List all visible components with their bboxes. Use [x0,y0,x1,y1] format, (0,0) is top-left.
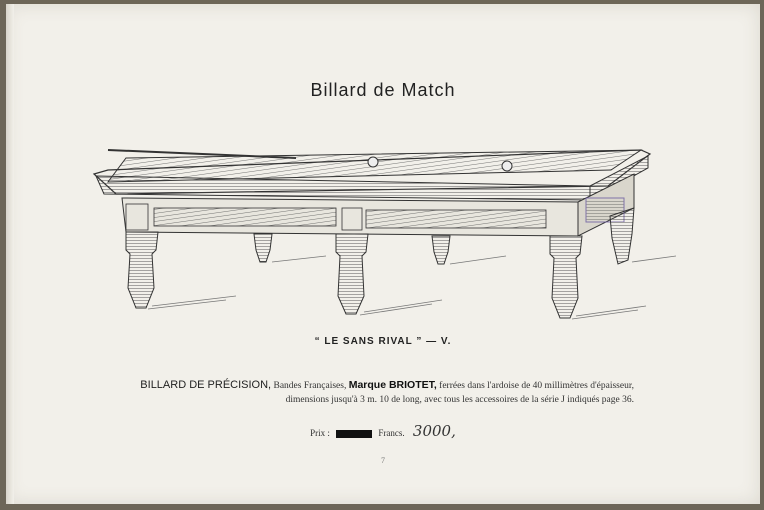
page-number: 7 [381,456,385,465]
price-unit: Francs. [378,428,405,438]
product-description: BILLARD DE PRÉCISION, Bandes Françaises,… [114,378,634,407]
price-line: Prix : Francs. 3000, [6,422,760,440]
table-leg-back-right [609,207,635,265]
table-leg-front-middle [335,233,369,315]
model-caption: “ LE SANS RIVAL ” — V. [314,336,452,347]
description-part-2: ferrées dans l'ardoise de 40 millimètres… [285,381,634,405]
table-leg-front-left [125,231,159,309]
description-lead: BILLARD DE PRÉCISION, [140,379,272,391]
ball-2 [501,160,513,172]
table-leg-front-right [549,235,583,319]
description-part-1: Bandes Françaises, [271,381,349,391]
catalog-page: Billard de Match [6,4,760,504]
page-edge [6,4,14,504]
brand-name: Marque BRIOTET, [348,379,437,391]
price-label: Prix : [310,428,330,438]
page-title: Billard de Match [310,80,456,100]
billiard-table-illustration [92,149,676,320]
table-leg-back-left [253,233,273,263]
handwritten-price: 3000, [412,422,456,440]
redacted-price [336,429,373,438]
table-leg-back-middle [431,235,451,265]
ball-1 [367,156,379,168]
